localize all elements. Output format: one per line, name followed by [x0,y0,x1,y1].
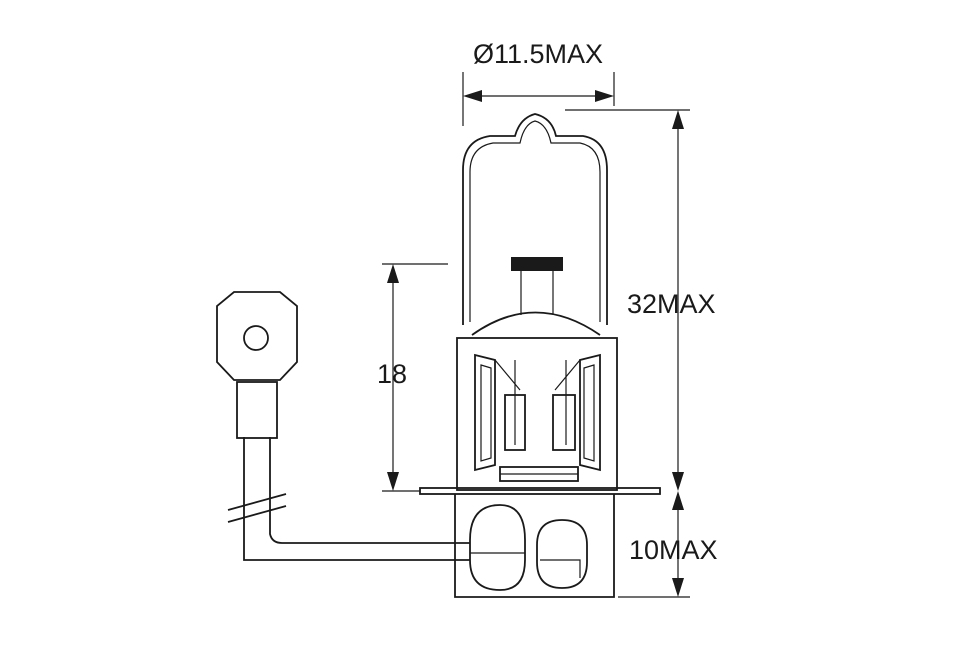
connector-base [454,494,615,598]
flange [419,487,661,495]
height-label: 32MAX [627,289,716,319]
filament-coil [511,257,563,271]
metal-base [456,337,618,491]
filament-height-label: 18 [377,359,407,389]
dimension-height: 32MAX [565,109,716,491]
dimension-base-height: 10MAX [618,491,718,598]
filament [511,257,563,315]
ring-terminal [216,291,298,381]
base-height-label: 10MAX [629,535,718,565]
lead-wire [216,291,470,561]
diameter-label: Ø11.5MAX [473,39,603,69]
terminal-hole [243,325,269,351]
dimension-filament-height: 18 [377,263,448,492]
glass-bulb [462,113,608,336]
dimension-diameter: Ø11.5MAX [462,39,615,126]
